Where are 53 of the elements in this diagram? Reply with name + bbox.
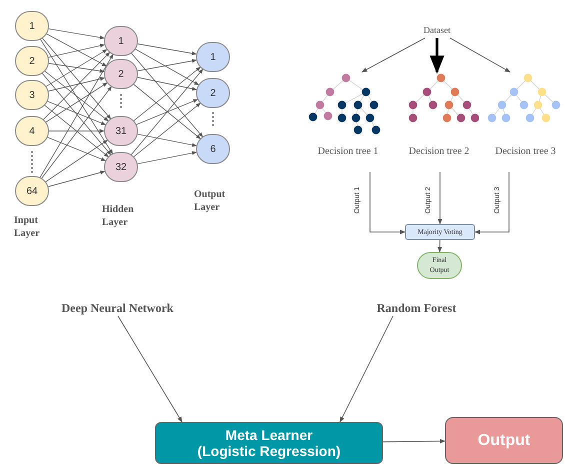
arrow (474, 172, 510, 234)
arrow (382, 438, 446, 444)
tree-caption: Decision tree 3 (494, 145, 557, 159)
arrow (48, 77, 106, 92)
arrow (133, 84, 201, 140)
arrow (42, 38, 112, 120)
arrow (45, 140, 108, 182)
arrow (45, 82, 108, 123)
arrow (40, 54, 114, 178)
arrow (42, 72, 112, 156)
arrow (42, 52, 110, 120)
arrow (438, 172, 442, 225)
tree-caption: Decision tree 2 (408, 145, 470, 159)
layer-label: Hidden Layer (102, 203, 135, 229)
arrow (44, 104, 109, 158)
arrow (130, 68, 204, 156)
arrow (48, 170, 106, 187)
arrow (137, 134, 197, 147)
arrow (136, 99, 198, 125)
arrow (47, 100, 106, 126)
tree-caption: Decision tree 1 (316, 145, 380, 159)
dataset-text: Dataset (417, 24, 457, 38)
arrow (44, 70, 109, 122)
process-box: Meta Learner (Logistic Regression) (155, 422, 383, 464)
arrow (134, 48, 200, 86)
arrow (46, 33, 107, 67)
layer-label: Output Layer (194, 188, 226, 214)
output-box: Output (445, 417, 563, 464)
section-title: Deep Neural Network (50, 299, 185, 316)
arrow (46, 49, 108, 87)
arrow (130, 52, 204, 138)
arrow (48, 129, 104, 133)
arrow (118, 316, 182, 422)
arrow (48, 63, 105, 73)
arrow (438, 240, 442, 253)
arrow (137, 77, 197, 91)
arrow (137, 151, 197, 164)
arrow (450, 38, 510, 72)
layer-label: Input Layer (14, 214, 41, 240)
arrow (41, 86, 112, 179)
arrow (370, 172, 406, 234)
arrow (40, 38, 114, 154)
arrow (362, 38, 426, 72)
arrow (48, 44, 105, 58)
arrow (430, 38, 444, 74)
arrow (133, 66, 201, 122)
arrow (133, 102, 201, 158)
arrow (47, 136, 106, 162)
arrow (340, 316, 394, 422)
arrow (137, 44, 197, 56)
arrow (137, 58, 197, 72)
section-title: Random Forest (364, 299, 469, 316)
arrow (48, 28, 105, 40)
